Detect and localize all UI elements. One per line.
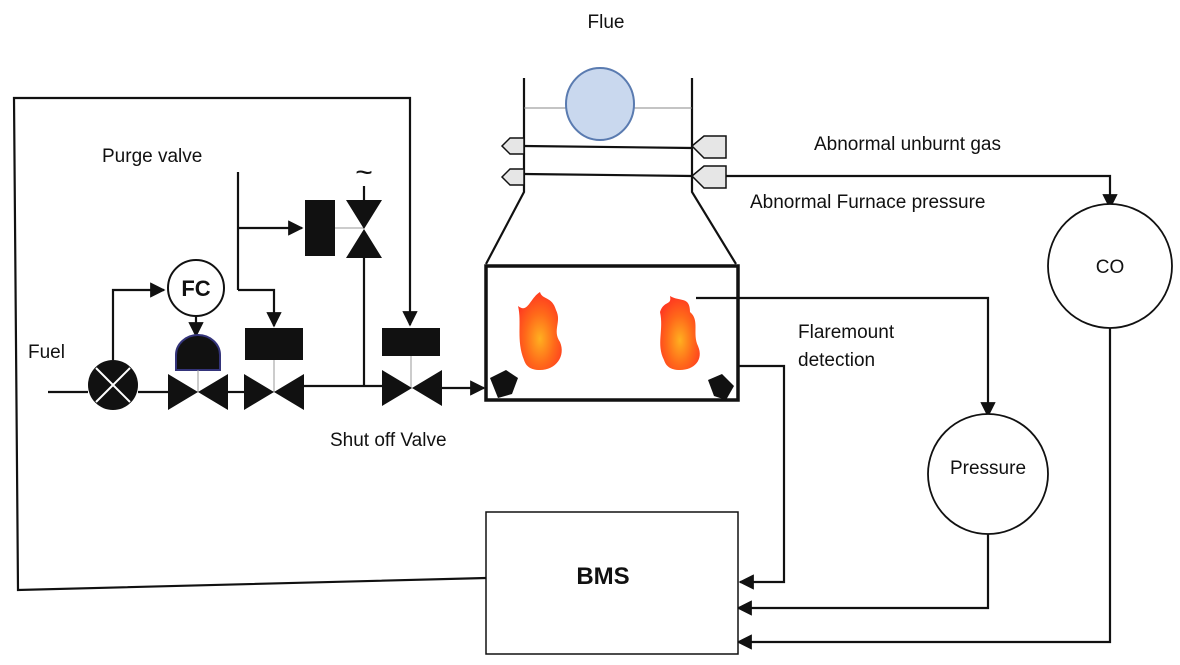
furnace-to-pressure-line [696,296,996,418]
abnormal-unburnt-gas-label: Abnormal unburnt gas [814,134,1001,155]
sensor-to-co-line [726,174,1118,210]
flue-damper-icon [565,67,635,141]
purge-to-sov1-line [238,288,282,328]
flaremount-label-line1: Flaremount [798,322,895,343]
flame-detector-right-icon [708,374,734,400]
bms-label: BMS [576,563,629,590]
pressure-to-bms-line [736,534,990,616]
bms-feedback-loop [12,96,487,592]
shut-off-valve-2-icon [382,328,442,406]
flue-label: Flue [588,12,625,33]
fuel-label: Fuel [28,342,65,363]
co-to-bms-line [736,328,1112,650]
shut-off-valve-1-icon [244,328,304,410]
flame-left-icon [518,292,562,370]
control-valve-icon [168,334,228,410]
furnace-hood [485,78,737,265]
flame-detection-to-bms-line [738,364,786,590]
flame-right-icon [660,296,700,370]
flame-detector-left-icon [490,370,518,398]
sensor-tip-left-2-icon [500,168,525,186]
pressure-sensor-line [523,172,693,178]
sensor-tip-right-2-icon [690,165,727,189]
vent-tilde-icon: ~ [355,156,373,189]
purge-valve-label: Purge valve [102,146,202,167]
fc-label: FC [181,276,210,301]
meter-to-fc-line [111,282,166,360]
purge-valve-icon [305,200,382,258]
sensor-tip-left-1-icon [500,137,525,155]
shut-off-valve-label: Shut off Valve [330,430,447,451]
sensor-tip-right-1-icon [690,135,727,159]
flaremount-label-line2: detection [798,350,875,371]
co-analyzer: CO [1047,203,1173,329]
abnormal-furnace-pressure-label: Abnormal Furnace pressure [750,192,986,213]
pressure-transmitter: Pressure [927,413,1049,535]
pressure-label: Pressure [950,458,1026,479]
co-label: CO [1096,257,1125,278]
flow-meter-icon [88,360,138,410]
bms-box [485,511,739,655]
flow-controller: FC [167,259,225,317]
unburnt-gas-sensor-line [523,144,693,150]
